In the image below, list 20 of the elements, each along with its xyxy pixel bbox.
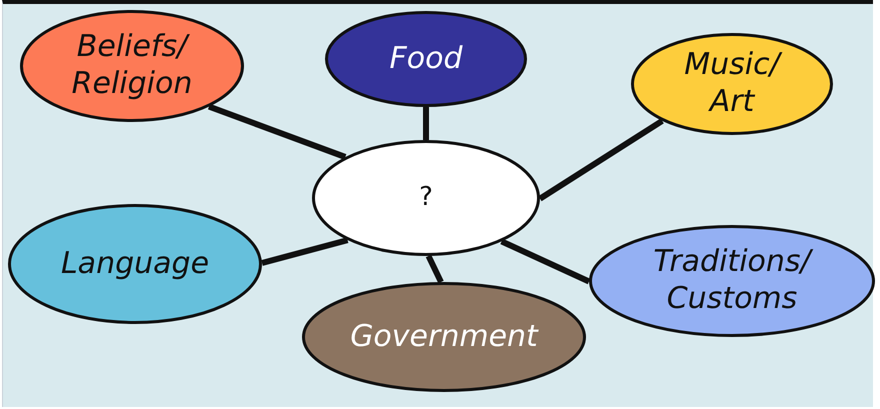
connector-line xyxy=(426,254,444,284)
topic-ellipse xyxy=(20,10,244,122)
topic-label: Government xyxy=(349,318,540,356)
topic-ellipse xyxy=(589,225,875,337)
topic-label: Beliefs/ Religion xyxy=(70,29,194,103)
topic-ellipse xyxy=(325,11,527,107)
connector-line xyxy=(261,237,348,266)
topic-ellipse xyxy=(302,282,586,392)
topic-label: Language xyxy=(60,246,210,282)
connector-line xyxy=(208,104,346,160)
topic-label: Traditions/ Customs xyxy=(627,244,837,318)
topic-label: Food xyxy=(388,40,464,78)
connector-line xyxy=(500,238,590,284)
connector-line xyxy=(423,107,429,140)
topic-ellipse xyxy=(312,140,540,256)
topic-ellipse xyxy=(631,33,833,135)
topic-ellipse xyxy=(8,204,262,324)
connector-line xyxy=(538,118,664,202)
question-mark-label: ? xyxy=(418,182,434,214)
topic-label: Music/ Art xyxy=(672,47,792,121)
